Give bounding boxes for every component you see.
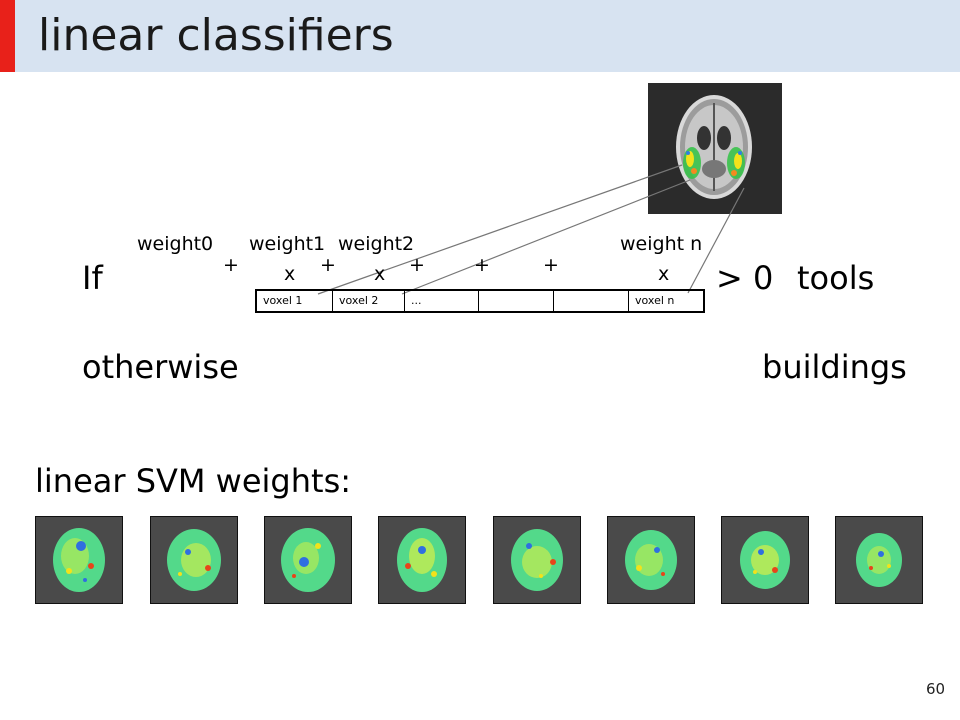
voxel-cell [554,291,629,311]
svm-weight-map [721,516,809,604]
times-operator: x [658,263,670,285]
plus-operator: + [543,254,559,276]
weightn-label: weight n [620,233,703,255]
svm-weights-heading: linear SVM weights: [35,462,352,500]
svm-weight-map [150,516,238,604]
class-tools-label: tools [797,259,875,297]
svm-weight-map [835,516,923,604]
svm-weight-map [607,516,695,604]
times-operator: x [374,263,386,285]
title-accent-bar [0,0,15,72]
svm-weight-map [35,516,123,604]
weight0-label: weight0 [137,233,214,255]
voxel-cell: voxel n [635,294,675,307]
voxel-vector: voxel 1 voxel 2 ... voxel n [255,289,705,313]
slide-number: 60 [926,680,946,698]
voxel-cell: voxel 2 [333,291,405,311]
svm-weight-map [264,516,352,604]
svm-weight-map [493,516,581,604]
title-bar [0,0,960,72]
voxel-cell: ... [405,291,479,311]
voxel-cell: voxel 1 [257,291,333,311]
plus-operator: + [223,254,239,276]
if-label: If [82,259,103,297]
class-buildings-label: buildings [762,348,907,386]
weight1-label: weight1 [249,233,326,255]
plus-operator: + [474,254,490,276]
plus-operator: + [320,254,336,276]
slide-title: linear classifiers [38,10,394,61]
voxel-cell [479,291,554,311]
brain-activation-image [648,83,782,214]
times-operator: x [284,263,296,285]
plus-operator: + [409,254,425,276]
svm-weight-map [378,516,466,604]
otherwise-label: otherwise [82,348,239,386]
threshold-condition: > 0 [716,259,774,297]
weight2-label: weight2 [338,233,415,255]
